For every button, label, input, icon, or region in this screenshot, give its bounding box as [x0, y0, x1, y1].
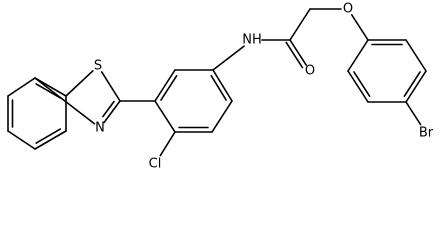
- bond-8-inner: [102, 100, 115, 118]
- bond-29: [347, 39, 369, 72]
- bond-18: [212, 45, 245, 71]
- bond-14: [211, 100, 233, 133]
- bond-1: [7, 130, 36, 150]
- bond-8: [103, 100, 121, 124]
- bond-7: [100, 71, 121, 102]
- bond-21: [289, 8, 311, 41]
- bond-13: [212, 69, 233, 102]
- atom-label-nh: NH: [242, 33, 262, 48]
- bond-20: [289, 39, 308, 66]
- atom-label-br: Br: [419, 126, 434, 141]
- bond-16: [154, 100, 176, 133]
- atom-label-layer: S N Cl NH O O Br: [94, 2, 434, 172]
- bond-26: [405, 70, 427, 103]
- bond-28: [347, 70, 369, 103]
- bond-25: [405, 39, 427, 72]
- bond-11: [154, 69, 176, 102]
- bond-13-inner: [210, 74, 227, 101]
- bond-2-inner: [35, 128, 62, 144]
- bond-26-inner: [403, 71, 421, 97]
- bond-6: [65, 69, 94, 97]
- atom-label-cl: Cl: [149, 157, 162, 172]
- bond-11-inner: [160, 75, 178, 101]
- bond-5: [7, 77, 36, 97]
- bond-17: [159, 131, 176, 157]
- bond-layer: [7, 8, 427, 157]
- bond-4-inner: [35, 83, 62, 99]
- atom-label-n: N: [95, 121, 105, 136]
- bond-20-second: [285, 41, 304, 69]
- atom-label-s: S: [94, 59, 102, 74]
- atom-label-o: O: [305, 64, 315, 79]
- bond-23: [350, 14, 369, 41]
- bond-2: [34, 130, 67, 150]
- bond-9: [34, 77, 96, 125]
- molecule-structure-diagram: S N Cl NH O O Br: [7, 2, 434, 172]
- bond-28-inner: [353, 71, 371, 97]
- atom-label-o: O: [343, 2, 353, 17]
- bond-30: [405, 101, 422, 126]
